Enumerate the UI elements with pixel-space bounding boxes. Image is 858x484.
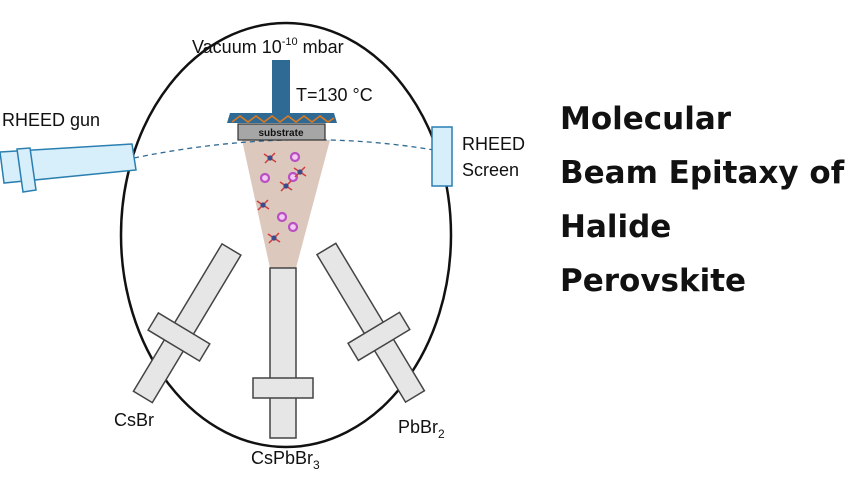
molecule-core: [260, 202, 266, 208]
molecule: [267, 232, 281, 244]
ion-particle: [276, 211, 288, 223]
substrate-label: substrate: [258, 128, 303, 139]
sample-holder-rod: [272, 60, 290, 116]
ion-particle: [287, 171, 299, 183]
effusion-cell-right: [315, 242, 426, 404]
effusion-cell-center: [252, 267, 314, 439]
molecule-core: [271, 235, 277, 241]
source-label-cspbbr3-sub: 3: [313, 458, 320, 472]
vacuum-label: Vacuum 10-10 mbar: [192, 36, 344, 57]
rheed-screen-label-line1: RHEED: [462, 134, 525, 154]
title-line-1: Molecular: [560, 101, 732, 137]
effusion-cell-left: [132, 242, 242, 404]
vacuum-label-suffix: mbar: [298, 37, 344, 57]
source-label-pbbr2: PbBr2: [398, 417, 445, 441]
molecular-beam-cone: [242, 140, 330, 268]
vacuum-label-exponent: -10: [282, 36, 298, 48]
ion-particle: [287, 221, 299, 233]
molecule: [256, 199, 270, 211]
ion-particle: [259, 172, 271, 184]
title-line-4: Perovskite: [560, 263, 747, 299]
molecule: [279, 180, 293, 192]
source-label-csbr: CsBr: [114, 410, 154, 430]
ion-particle: [289, 151, 301, 163]
title-line-3: Halide: [560, 209, 672, 245]
rheed-gun: [0, 143, 137, 193]
substrate-plate: [237, 123, 326, 141]
temperature-label: T=130 °C: [296, 85, 373, 105]
title-line-2: Beam Epitaxy of: [560, 155, 845, 191]
molecule: [293, 166, 307, 178]
rheed-gun-label: RHEED gun: [2, 110, 100, 130]
heater-zigzag: [231, 115, 335, 123]
molecule: [263, 152, 277, 164]
molecule-core: [267, 155, 273, 161]
vacuum-label-prefix: Vacuum 10: [192, 37, 282, 57]
molecule-core: [297, 169, 303, 175]
rheed-screen-label-line2: Screen: [462, 160, 519, 180]
source-label-pbbr2-sub: 2: [438, 427, 445, 441]
mbe-chamber-diagram: substrate Vacuum 10-10 mbar T=130 °C RHE…: [0, 21, 525, 472]
source-label-cspbbr3-main: CsPbBr: [251, 448, 313, 468]
vacuum-chamber-outline: [119, 21, 453, 449]
beam-particles: [256, 151, 307, 244]
source-label-cspbbr3: CsPbBr3: [251, 448, 320, 472]
source-label-pbbr2-main: PbBr: [398, 417, 438, 437]
molecule-core: [283, 183, 289, 189]
rheed-screen: [431, 126, 453, 187]
